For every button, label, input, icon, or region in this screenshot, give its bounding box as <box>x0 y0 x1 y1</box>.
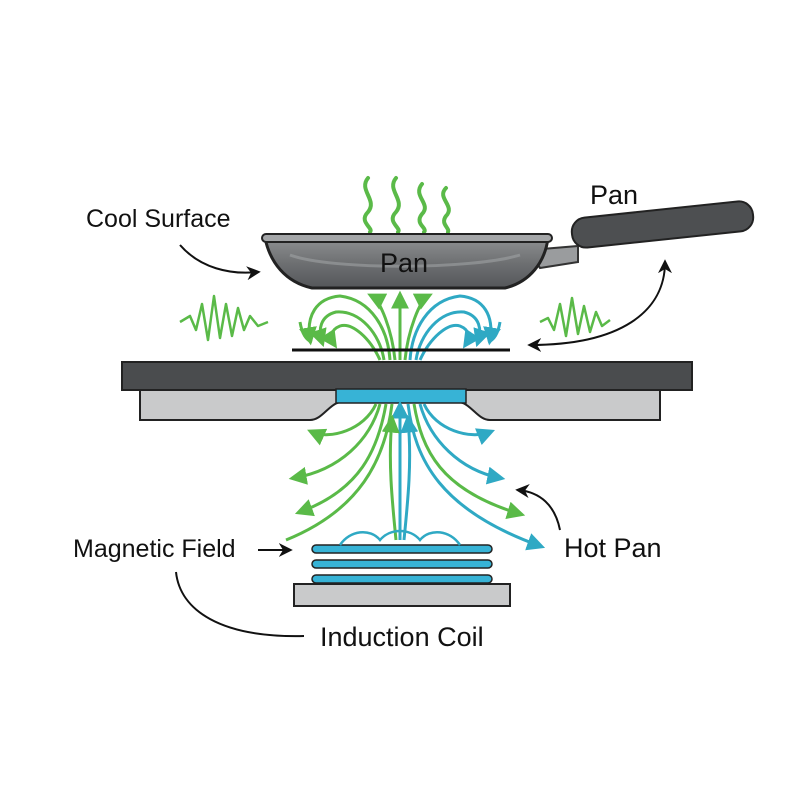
pan-body-label: Pan <box>380 248 429 278</box>
magnetic-field-label: Magnetic Field <box>73 535 236 563</box>
pan-label: Pan <box>590 180 639 210</box>
magnetic-field-lower <box>285 400 546 551</box>
hot-pan-label: Hot Pan <box>564 533 662 563</box>
vibration-wave-icon <box>179 294 269 342</box>
arrow-icon <box>527 259 672 352</box>
induction-coil <box>293 529 511 607</box>
arrow-icon <box>175 571 305 638</box>
arrow-icon <box>515 484 561 531</box>
pan <box>261 233 553 290</box>
vibration-wave-icon <box>539 296 611 338</box>
pan-handle <box>528 200 755 270</box>
arrow-icon <box>179 244 261 281</box>
callout-arrows <box>175 244 672 638</box>
cooktop <box>121 361 693 421</box>
induction-coil-label: Induction Coil <box>320 622 484 652</box>
magnetic-field-upper <box>298 290 502 361</box>
cool-surface-label: Cool Surface <box>86 205 231 233</box>
steam-icon <box>362 176 451 234</box>
